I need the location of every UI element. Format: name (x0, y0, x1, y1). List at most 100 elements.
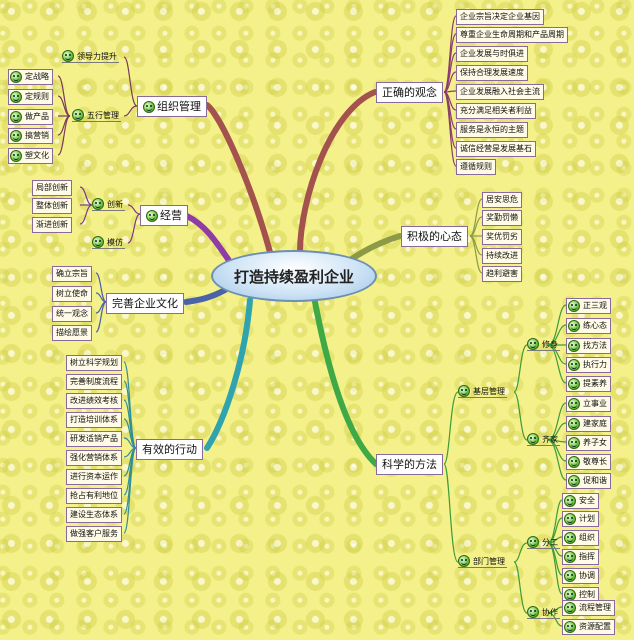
smiley-icon (527, 536, 539, 548)
leaf-item[interactable]: 树立科学规划 (66, 355, 122, 371)
leaf-label: 安全 (579, 496, 595, 505)
topic-positive-mindset[interactable]: 积极的心态 (401, 226, 468, 247)
smiley-icon (568, 378, 580, 390)
smiley-icon (564, 551, 576, 563)
leaf-item[interactable]: 居安思危 (482, 192, 522, 208)
smiley-icon (564, 495, 576, 507)
leaf-label: 流程管理 (579, 603, 611, 612)
leaf-item[interactable]: 保持合理发展速度 (456, 65, 528, 81)
smiley-icon (10, 91, 22, 103)
leaf-item[interactable]: 进行资本运作 (66, 469, 122, 485)
leaf-item[interactable]: 统一观念 (52, 306, 92, 322)
topic-correct-concept[interactable]: 正确的观念 (376, 82, 443, 103)
leaf-item[interactable]: 指挥 (562, 549, 599, 565)
leaf-item[interactable]: 协调 (562, 568, 599, 584)
leaf-item[interactable]: 趋利避害 (482, 266, 522, 282)
topic-org-management[interactable]: 组织管理 (137, 96, 207, 117)
leaf-item[interactable]: 练心态 (566, 318, 611, 334)
leaf-item[interactable]: 做强客户服务 (66, 526, 122, 542)
leaf-item[interactable]: 完善制度流程 (66, 374, 122, 390)
smiley-icon (564, 532, 576, 544)
subtopic-label: 部门管理 (473, 557, 505, 566)
central-topic[interactable]: 打造持续盈利企业 (211, 250, 377, 302)
subtopic-family[interactable]: 齐家 (527, 433, 560, 446)
smiley-icon (72, 109, 84, 121)
smiley-icon (10, 150, 22, 162)
leaf-label: 资源配置 (579, 622, 611, 631)
leaf-item[interactable]: 执行力 (566, 357, 611, 373)
leaf-item[interactable]: 渐进创新 (32, 217, 72, 233)
leaf-item[interactable]: 奖优罚劣 (482, 229, 522, 245)
leaf-item[interactable]: 塑文化 (8, 148, 53, 164)
leaf-item[interactable]: 定规则 (8, 89, 53, 105)
subtopic-label: 领导力提升 (77, 52, 117, 61)
leaf-item[interactable]: 搞营销 (8, 128, 53, 144)
subtopic-department-management[interactable]: 部门管理 (458, 555, 507, 568)
leaf-item[interactable]: 安全 (562, 493, 599, 509)
subtopic-label: 创新 (107, 200, 123, 209)
leaf-item[interactable]: 树立使命 (52, 286, 92, 302)
topic-scientific-method[interactable]: 科学的方法 (376, 454, 443, 475)
smiley-icon (568, 359, 580, 371)
leaf-item[interactable]: 促和谐 (566, 473, 611, 489)
subtopic-grassroots-management[interactable]: 基层管理 (458, 385, 507, 398)
leaf-item[interactable]: 建家庭 (566, 416, 611, 432)
leaf-item[interactable]: 确立宗旨 (52, 266, 92, 282)
leaf-label: 做产品 (25, 112, 49, 121)
subtopic-imitation[interactable]: 模仿 (92, 236, 125, 249)
smiley-icon (143, 101, 155, 113)
leaf-item[interactable]: 奖勤罚懒 (482, 210, 522, 226)
leaf-item[interactable]: 企业宗旨决定企业基因 (456, 9, 544, 25)
leaf-item[interactable]: 局部创新 (32, 180, 72, 196)
leaf-label: 控制 (579, 590, 595, 599)
leaf-item[interactable]: 企业发展融入社会主流 (456, 84, 544, 100)
leaf-item[interactable]: 遵循规则 (456, 159, 496, 175)
leaf-item[interactable]: 服务是永恒的主题 (456, 122, 528, 138)
subtopic-leadership[interactable]: 领导力提升 (62, 50, 119, 63)
leaf-label: 协调 (579, 571, 595, 580)
subtopic-five-elements[interactable]: 五行管理 (72, 109, 121, 122)
leaf-item[interactable]: 尊重企业生命周期和产品周期 (456, 27, 568, 43)
leaf-item[interactable]: 企业发展与时俱进 (456, 46, 528, 62)
leaf-item[interactable]: 整体创新 (32, 198, 72, 214)
leaf-item[interactable]: 控制 (562, 587, 599, 603)
leaf-item[interactable]: 打造培训体系 (66, 412, 122, 428)
leaf-item[interactable]: 流程管理 (562, 600, 615, 616)
leaf-item[interactable]: 正三观 (566, 298, 611, 314)
leaf-item[interactable]: 改进绩效考核 (66, 393, 122, 409)
leaf-item[interactable]: 做产品 (8, 109, 53, 125)
smiley-icon (527, 606, 539, 618)
leaf-item[interactable]: 找方法 (566, 338, 611, 354)
leaf-item[interactable]: 提素养 (566, 376, 611, 392)
leaf-label: 养子女 (583, 438, 607, 447)
subtopic-label: 协作 (542, 608, 558, 617)
leaf-item[interactable]: 养子女 (566, 435, 611, 451)
smiley-icon (568, 398, 580, 410)
smiley-icon (62, 50, 74, 62)
leaf-item[interactable]: 建设生态体系 (66, 507, 122, 523)
subtopic-division-of-labor[interactable]: 分工 (527, 536, 560, 549)
leaf-item[interactable]: 组织 (562, 530, 599, 546)
leaf-label: 定规则 (25, 92, 49, 101)
leaf-label: 定战略 (25, 72, 49, 81)
smiley-icon (146, 210, 158, 222)
leaf-item[interactable]: 计划 (562, 511, 599, 527)
topic-culture[interactable]: 完善企业文化 (106, 293, 184, 314)
leaf-item[interactable]: 描绘愿景 (52, 325, 92, 341)
subtopic-innovation[interactable]: 创新 (92, 198, 125, 211)
leaf-item[interactable]: 强化营销体系 (66, 450, 122, 466)
leaf-item[interactable]: 充分满足相关者利益 (456, 103, 536, 119)
subtopic-self-cultivation[interactable]: 修身 (527, 338, 560, 351)
subtopic-collaboration[interactable]: 协作 (527, 606, 560, 619)
topic-effective-action[interactable]: 有效的行动 (136, 439, 203, 460)
leaf-item[interactable]: 诚信经营是发展基石 (456, 141, 536, 157)
leaf-item[interactable]: 抢占有利地位 (66, 488, 122, 504)
leaf-item[interactable]: 敬尊长 (566, 454, 611, 470)
leaf-item[interactable]: 研发适销产品 (66, 431, 122, 447)
leaf-item[interactable]: 持续改进 (482, 248, 522, 264)
leaf-item[interactable]: 立事业 (566, 396, 611, 412)
topic-business[interactable]: 经营 (140, 205, 188, 226)
leaf-item[interactable]: 资源配置 (562, 619, 615, 635)
leaf-item[interactable]: 定战略 (8, 69, 53, 85)
subtopic-label: 五行管理 (87, 111, 119, 120)
